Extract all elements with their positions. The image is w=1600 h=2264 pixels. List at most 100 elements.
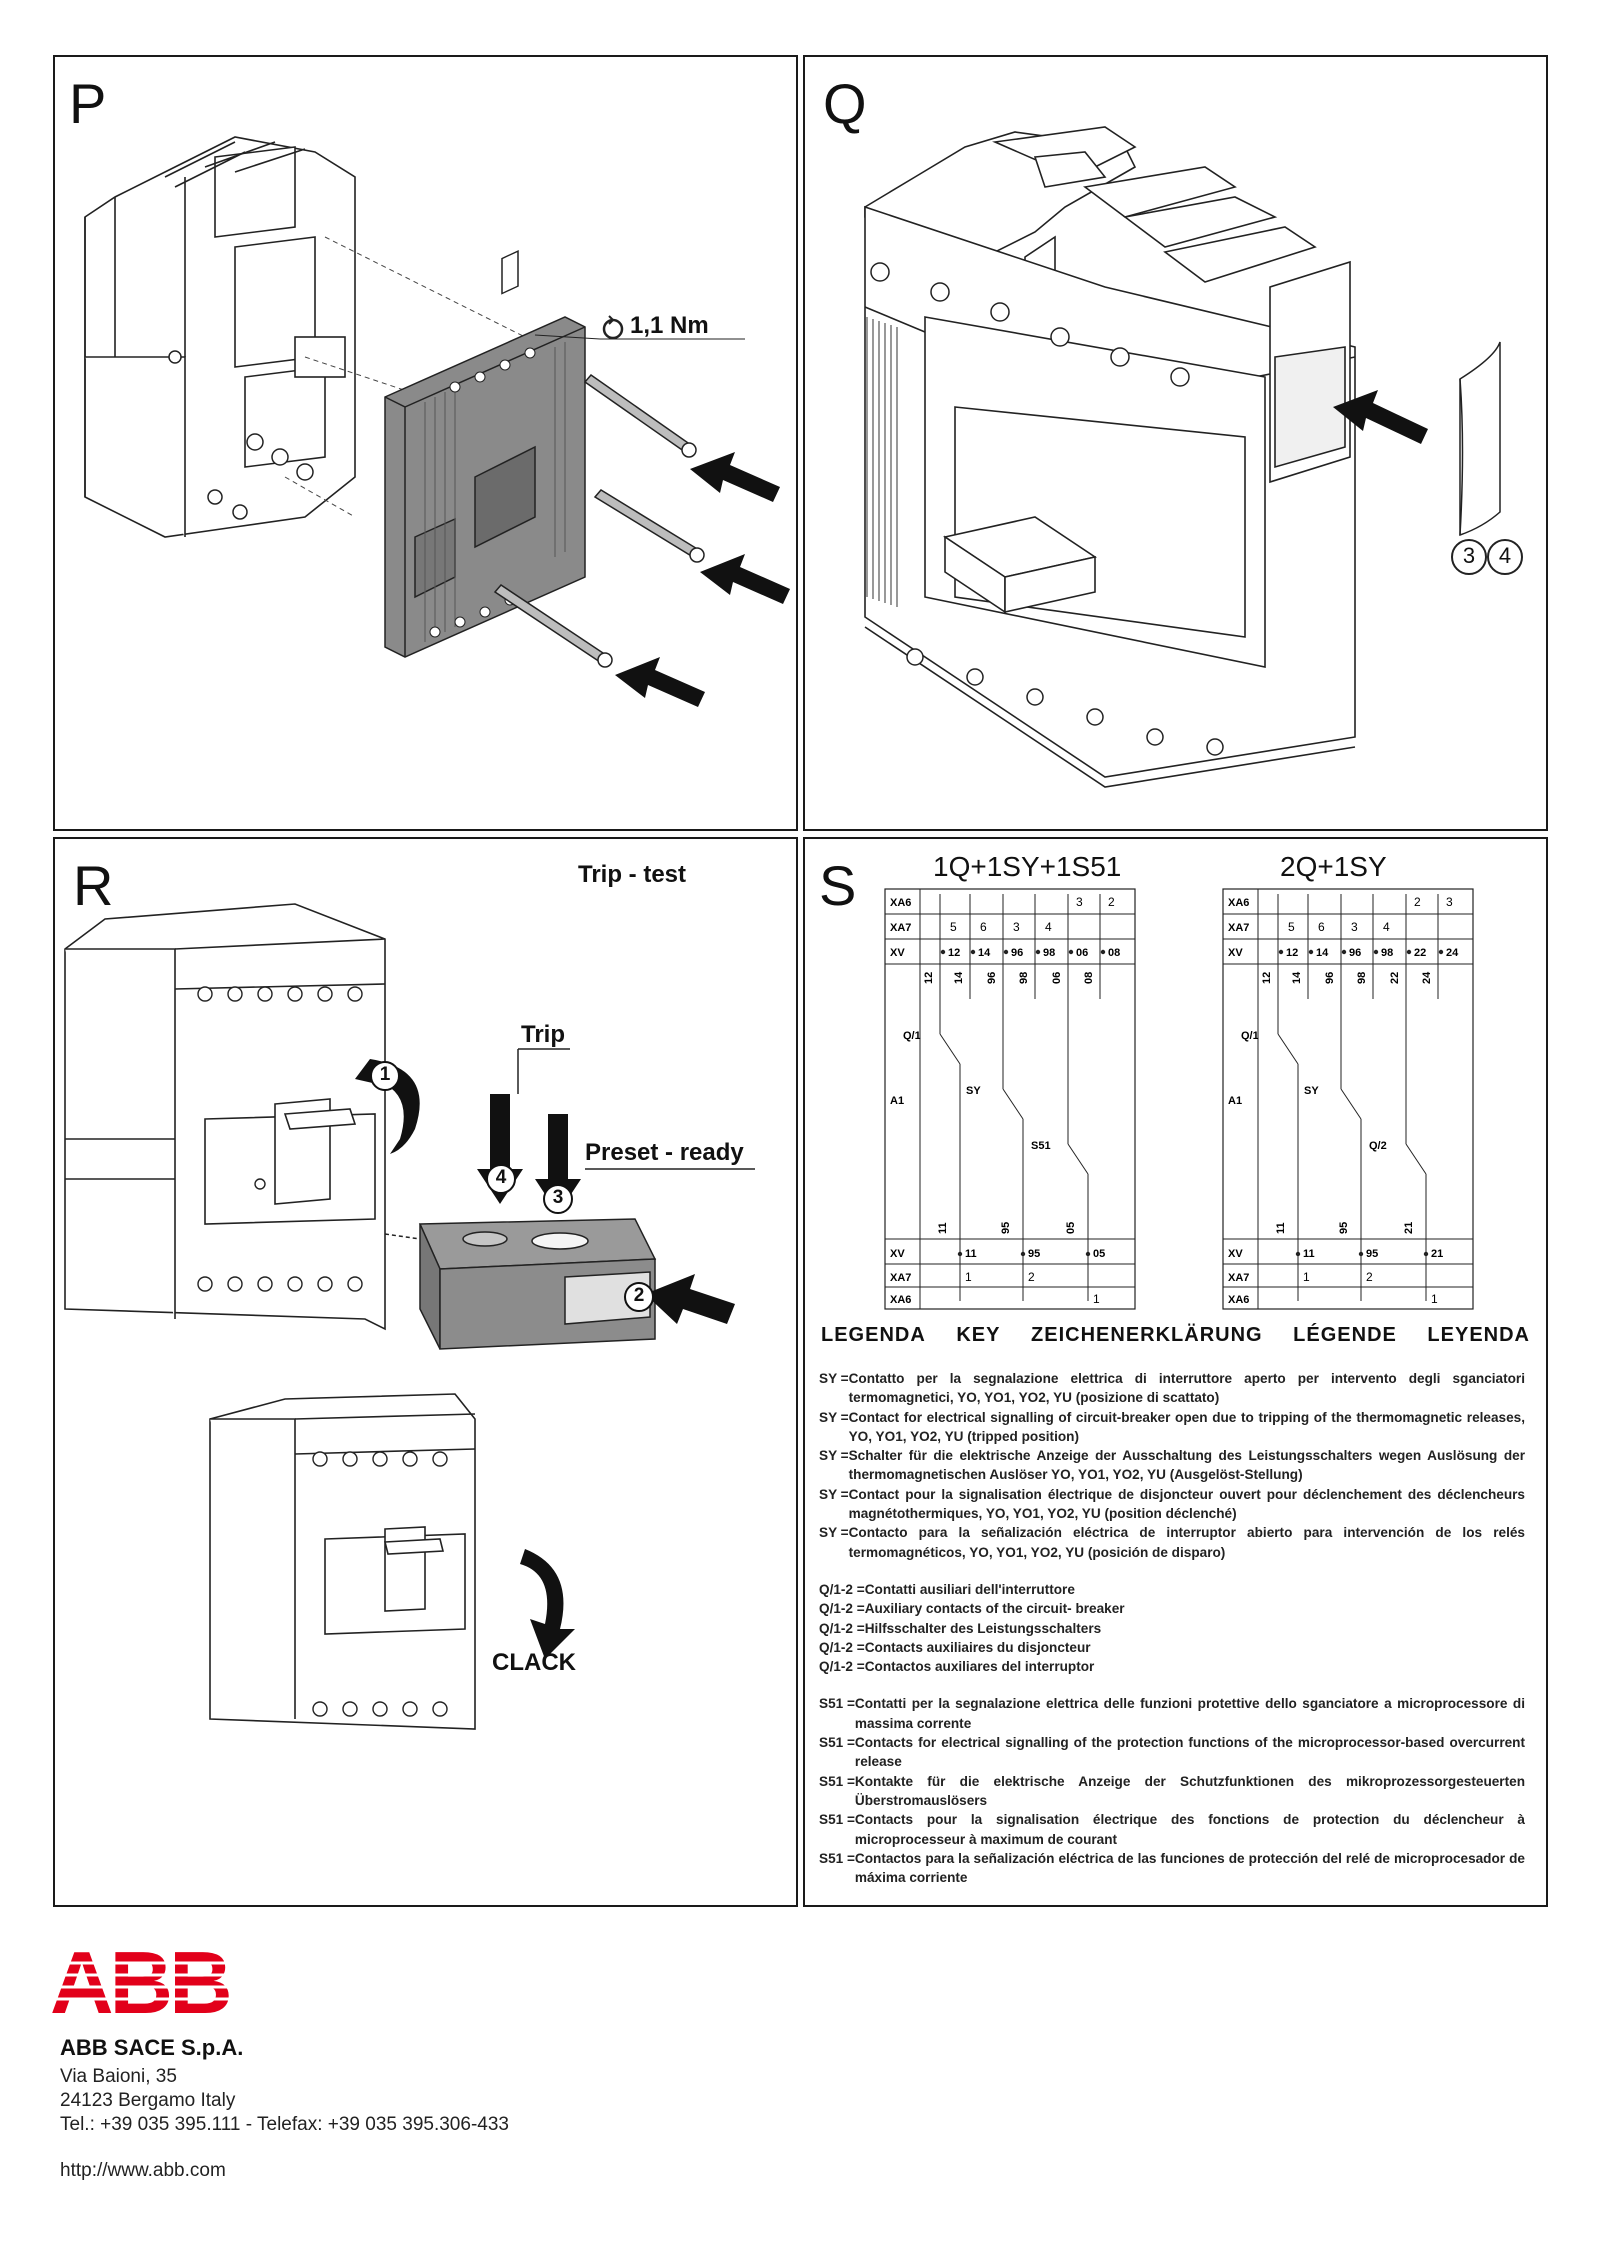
legend-code: S51 = <box>819 1735 855 1751</box>
step-4-label: 4 <box>495 1167 507 1188</box>
legend-code: Q/1-2 = <box>819 1659 865 1675</box>
device-label: SY <box>966 1085 981 1097</box>
device-label: Q/1 <box>1241 1030 1259 1042</box>
pin-dot <box>1278 949 1284 955</box>
pin-number: 06 <box>1076 947 1088 959</box>
legend-title-de: ZEICHENERKLÄRUNG <box>1031 1324 1263 1346</box>
step-1-label: 1 <box>379 1064 391 1085</box>
pin-number: 6 <box>1318 920 1325 934</box>
row-label: XA6 <box>890 1294 911 1306</box>
device-label: S51 <box>1031 1140 1051 1152</box>
legend-code: SY = <box>819 1448 849 1464</box>
contact-blade <box>1405 1143 1427 1175</box>
abb-logo-text: ABB <box>50 1945 229 2020</box>
trip-test-title: Trip - test <box>578 861 687 888</box>
legend-text: Auxiliary contacts of the circuit- break… <box>864 1601 1125 1617</box>
pin-number: 2 <box>1108 895 1115 909</box>
panel-letter: S <box>819 854 857 917</box>
terminal-label: 95 <box>1000 1222 1012 1234</box>
pin-number: 98 <box>1043 947 1055 959</box>
pin-number: 14 <box>1316 947 1329 959</box>
step-3-label: 3 <box>552 1187 564 1208</box>
company-phone: Tel.: +39 035 395.111 - Telefax: +39 035… <box>60 2114 509 2135</box>
row-label: XV <box>1228 1248 1243 1260</box>
terminal-label: 06 <box>1051 972 1063 984</box>
diagram-right-title: 2Q+1SY <box>1280 851 1387 882</box>
pin-dot <box>1341 949 1347 955</box>
pin-number: 3 <box>1013 920 1020 934</box>
pin-number: 12 <box>1286 947 1298 959</box>
company-street: Via Baioni, 35 <box>60 2066 177 2087</box>
contact-blade <box>1340 1088 1362 1120</box>
pin-number: 1 <box>1093 1292 1100 1306</box>
pin-number: 6 <box>980 920 987 934</box>
pin-number: 96 <box>1011 947 1023 959</box>
legend-text: Contacts auxiliaires du disjoncteur <box>864 1639 1091 1655</box>
pin-number: 3 <box>1446 895 1453 909</box>
panel-r: R Trip - test <box>53 837 798 1907</box>
legend-text: Kontakte für die elektrische Anzeige der… <box>854 1773 1525 1808</box>
pin-number: 95 <box>1028 1248 1040 1260</box>
legend-entry: Q/1-2 =Hilfsschalter des Leistungsschalt… <box>819 1619 1525 1638</box>
legend-entry: SY = Schalter für die elektrische Anzeig… <box>819 1446 1525 1485</box>
company-website[interactable]: http://www.abb.com <box>60 2160 226 2181</box>
legend-code: Q/1-2 = <box>819 1620 865 1636</box>
terminal-label: 22 <box>1389 972 1401 984</box>
clack-label: CLACK <box>492 1649 576 1676</box>
pin-dot <box>940 949 946 955</box>
step-2-label: 2 <box>633 1285 645 1306</box>
legend-entry: Q/1-2 =Contacts auxiliaires du disjoncte… <box>819 1638 1525 1657</box>
terminal-label: 21 <box>1403 1222 1415 1234</box>
legend-entry: Q/1-2 =Contactos auxiliares del interrup… <box>819 1657 1525 1676</box>
legend-title-it: LEGENDA <box>821 1324 926 1346</box>
legend-code: SY = <box>819 1525 849 1541</box>
legend-entry: S51 =Contacts pour la signalisation élec… <box>819 1810 1525 1849</box>
terminal-label: 96 <box>986 972 998 984</box>
row-label: XA6 <box>1228 897 1249 909</box>
row-label: XV <box>890 947 905 959</box>
legend-title-es: LEYENDA <box>1427 1324 1530 1346</box>
legend-text: Schalter für die elektrische Anzeige der… <box>848 1448 1525 1483</box>
pin-number: 5 <box>950 920 957 934</box>
row-label: A1 <box>1228 1095 1242 1107</box>
terminal-label: 11 <box>937 1222 949 1234</box>
device-label: SY <box>1304 1085 1319 1097</box>
pin-dot <box>1100 949 1106 955</box>
legend-title-fr: LÉGENDE <box>1293 1324 1397 1346</box>
panel-letter: R <box>73 854 114 917</box>
terminal-label: 08 <box>1083 972 1095 984</box>
legend-code: S51 = <box>819 1850 855 1866</box>
pin-number: 1 <box>1303 1270 1310 1284</box>
pin-dot <box>1308 949 1314 955</box>
terminal-label: 12 <box>1261 972 1273 984</box>
terminal-label: 24 <box>1421 971 1433 984</box>
legend-code: S51 = <box>819 1812 855 1828</box>
abb-logo: ABB <box>50 1945 230 2020</box>
legend-entry: SY =Contatto per la segnalazione elettri… <box>819 1369 1525 1408</box>
pin-number: 95 <box>1366 1248 1378 1260</box>
panel-p: P <box>53 55 798 831</box>
pin-number: 96 <box>1349 947 1361 959</box>
terminal-label: 11 <box>1275 1222 1287 1234</box>
legend-entry: S51 = Contacts for electrical signalling… <box>819 1733 1525 1772</box>
legend-code: Q/1-2 = <box>819 1639 865 1655</box>
legend-text: Contatti per la segnalazione elettrica d… <box>854 1696 1525 1731</box>
device-label: Q/1 <box>903 1030 921 1042</box>
callout-4: 4 <box>1498 543 1512 568</box>
diagram-left-title: 1Q+1SY+1S51 <box>933 851 1122 882</box>
contact-blade <box>1067 1143 1089 1175</box>
pin-number: 5 <box>1288 920 1295 934</box>
contact-blade <box>1277 1033 1299 1065</box>
legend-group-sy: SY =Contatto per la segnalazione elettri… <box>819 1369 1525 1562</box>
callout-3: 3 <box>1462 543 1476 568</box>
pin-number: 12 <box>948 947 960 959</box>
diagram-frame <box>884 888 1136 1310</box>
pin-number: 08 <box>1108 947 1120 959</box>
terminal-label: 96 <box>1324 972 1336 984</box>
pin-number: 4 <box>1383 920 1390 934</box>
trip-label: Trip <box>521 1021 566 1048</box>
legend-group-s51: S51 = Contatti per la segnalazione elett… <box>819 1694 1525 1887</box>
device-label: Q/2 <box>1369 1140 1387 1152</box>
pin-number: 4 <box>1045 920 1052 934</box>
